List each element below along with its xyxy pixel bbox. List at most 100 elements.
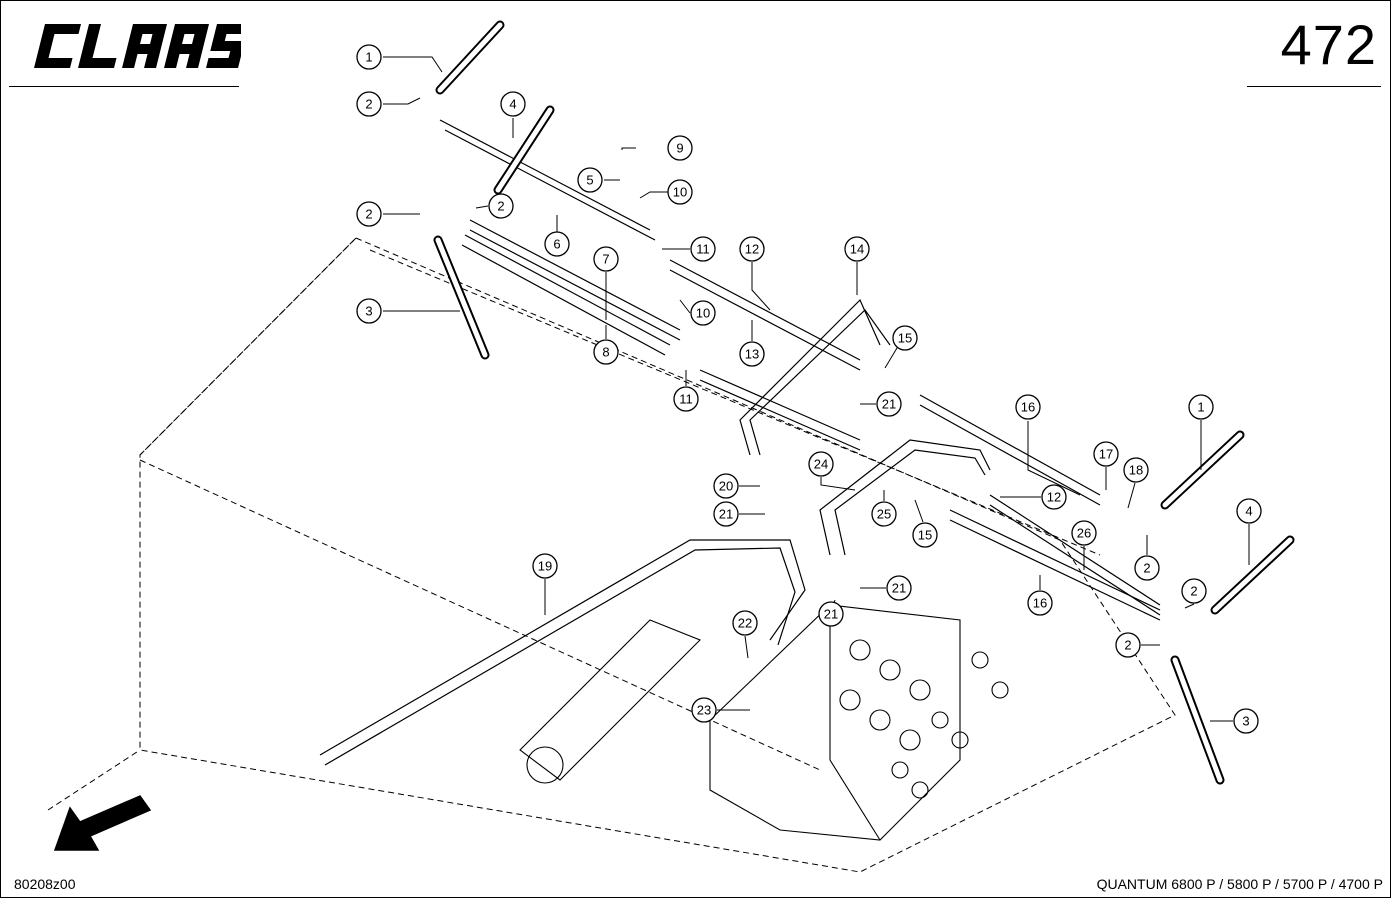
callout-4-right: 4 [1236,498,1262,524]
svg-text:2: 2 [1143,561,1150,576]
callout-15-bottom: 15 [912,522,938,548]
callout-21-middle: 21 [713,501,739,527]
svg-text:26: 26 [1077,526,1091,541]
callout-2-middle: 2 [488,193,514,219]
svg-text:1: 1 [1197,400,1204,415]
svg-text:11: 11 [679,392,693,407]
callout-2-right-upper: 2 [1181,578,1207,604]
svg-text:1: 1 [365,50,372,65]
model-line: QUANTUM 6800 P / 5800 P / 5700 P / 4700 … [1097,876,1383,892]
callout-2-right-mid: 2 [1134,555,1160,581]
svg-text:24: 24 [814,457,828,472]
callout-5: 5 [577,167,603,193]
callout-15-top: 15 [892,325,918,351]
svg-text:25: 25 [877,507,891,522]
svg-text:12: 12 [745,242,759,257]
model-variants: 6800 P / 5800 P / 5700 P / 4700 P [1171,876,1383,892]
svg-text:2: 2 [365,207,372,222]
svg-text:3: 3 [1242,714,1249,729]
svg-text:6: 6 [553,237,560,252]
valve-block [519,604,1009,841]
callout-13: 13 [739,341,765,367]
svg-text:13: 13 [745,347,759,362]
callout-2-right-lower: 2 [1115,632,1141,658]
svg-text:15: 15 [918,528,932,543]
svg-text:2: 2 [497,199,504,214]
svg-text:9: 9 [676,141,683,156]
callout-16-bottom: 16 [1027,590,1053,616]
callout-17: 17 [1093,441,1119,467]
callout-2-left: 2 [356,201,382,227]
part-callouts: 1 2 4 9 5 10 2 2 6 11 12 14 7 3 10 8 13 … [356,44,1262,734]
callout-23: 23 [691,697,717,723]
svg-text:8: 8 [602,345,609,360]
callout-12-right: 12 [1041,484,1067,510]
svg-text:14: 14 [850,242,864,257]
svg-text:20: 20 [719,479,733,494]
callout-16-top: 16 [1015,394,1041,420]
pipes [319,119,1161,766]
callout-18: 18 [1123,457,1149,483]
callout-19: 19 [532,553,558,579]
svg-text:7: 7 [602,252,609,267]
callout-21-top: 21 [876,391,902,417]
callout-11-bottom: 11 [673,386,699,412]
svg-text:11: 11 [696,242,710,257]
svg-text:18: 18 [1129,463,1143,478]
callout-10-top: 10 [667,179,693,205]
callout-11-top: 11 [690,236,716,262]
svg-text:23: 23 [697,703,711,718]
callout-24: 24 [808,451,834,477]
svg-text:10: 10 [673,185,687,200]
callout-3-right: 3 [1233,708,1259,734]
svg-text:4: 4 [509,97,516,112]
svg-text:16: 16 [1033,596,1047,611]
svg-text:15: 15 [898,331,912,346]
callout-1-right: 1 [1188,394,1214,420]
svg-text:19: 19 [538,559,552,574]
callout-21-right: 21 [886,575,912,601]
drawing-code: 80208z00 [14,876,76,892]
callout-7: 7 [593,246,619,272]
svg-text:4: 4 [1245,504,1252,519]
leader-lines [383,56,1250,722]
header-rule-right [1247,86,1381,87]
svg-text:16: 16 [1021,400,1035,415]
direction-arrow-icon [53,795,152,851]
callout-1-top: 1 [356,44,382,70]
model-name: QUANTUM [1096,876,1168,892]
callout-22: 22 [732,610,758,636]
callout-21-lower: 21 [818,601,844,627]
callout-26: 26 [1071,520,1097,546]
callout-4-top: 4 [500,91,526,117]
svg-text:2: 2 [1190,584,1197,599]
header-rule-left [9,86,239,87]
callout-8: 8 [593,339,619,365]
svg-text:17: 17 [1099,447,1113,462]
svg-text:21: 21 [719,507,733,522]
svg-text:5: 5 [586,173,593,188]
svg-text:22: 22 [738,616,752,631]
svg-text:2: 2 [1124,638,1131,653]
callout-10-middle: 10 [690,300,716,326]
claas-logo [34,24,241,68]
callout-12-top: 12 [739,236,765,262]
callout-2-top: 2 [356,91,382,117]
callout-9: 9 [667,135,693,161]
callout-3-left: 3 [356,298,382,324]
callout-6: 6 [544,231,570,257]
callout-20: 20 [713,473,739,499]
machine-outline [47,237,1176,873]
svg-text:12: 12 [1047,490,1061,505]
svg-text:21: 21 [892,581,906,596]
page-number: 472 [1280,13,1377,76]
svg-text:10: 10 [696,306,710,321]
hoses [433,20,1295,785]
svg-text:21: 21 [824,607,838,622]
callout-25: 25 [871,501,897,527]
svg-text:2: 2 [365,97,372,112]
callout-14: 14 [844,236,870,262]
svg-text:21: 21 [882,397,896,412]
